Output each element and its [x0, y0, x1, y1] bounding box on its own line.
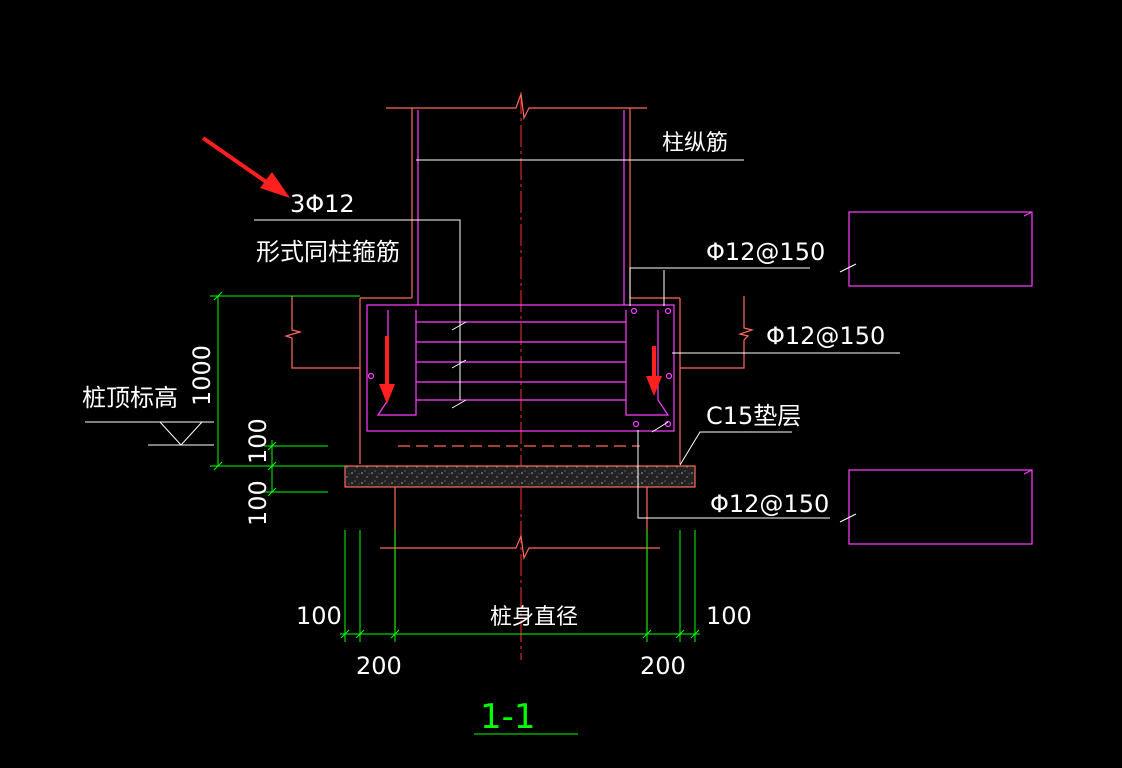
cushion-layer [344, 465, 696, 488]
dim-cushion-thickness: 100 [244, 480, 272, 526]
leader-lines [85, 159, 900, 519]
callout-box-bottom [848, 469, 1033, 545]
callout-box-top [848, 211, 1033, 287]
label-top-bars: Φ12@150 [706, 238, 825, 266]
dimension-lines [210, 291, 700, 735]
dim-right-inner: 200 [640, 652, 686, 680]
label-column-longitudinal: 柱纵筋 [662, 131, 728, 156]
label-bar-count: 3Φ12 [290, 190, 355, 218]
dim-height: 1000 [188, 345, 216, 406]
callout-tick-bottom [839, 513, 857, 523]
dim-cushion-gap: 100 [244, 418, 272, 464]
label-bottom-bars: Φ12@150 [710, 490, 829, 518]
label-pile-diameter: 桩身直径 [490, 605, 578, 630]
label-cushion: C15垫层 [706, 402, 801, 430]
callout-corner-bottom [1023, 469, 1033, 475]
label-side-bars: Φ12@150 [766, 322, 885, 350]
column-rebar [417, 110, 625, 305]
dim-left-inner: 200 [356, 652, 402, 680]
dim-right-outer: 100 [706, 602, 752, 630]
label-pile-top-elevation: 桩顶标高 [82, 384, 178, 412]
callout-corner-top [1023, 211, 1033, 217]
section-title: 1-1 [480, 697, 536, 737]
callout-tick-top [839, 263, 857, 273]
label-stirrup-form: 形式同柱箍筋 [256, 238, 400, 266]
dim-left-outer: 100 [296, 602, 342, 630]
annotation-arrows [201, 136, 662, 404]
